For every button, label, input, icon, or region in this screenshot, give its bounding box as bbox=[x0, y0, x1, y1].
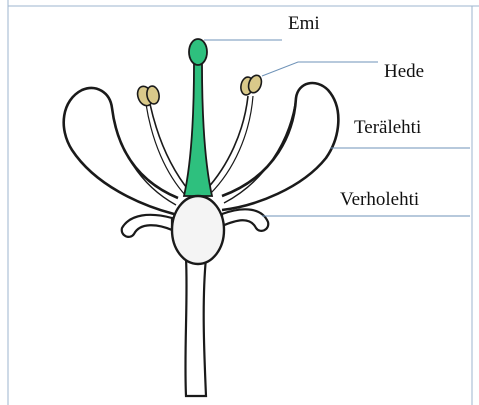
sepal-left bbox=[122, 215, 172, 237]
anther-left bbox=[135, 84, 160, 108]
ovary bbox=[172, 196, 224, 264]
sepal-right bbox=[222, 209, 268, 231]
label-sepal: Verholehti bbox=[340, 190, 419, 209]
label-stamen: Hede bbox=[384, 62, 424, 81]
anther-right bbox=[240, 73, 264, 95]
filament-right-2 bbox=[210, 96, 253, 194]
filament-left bbox=[150, 104, 190, 192]
label-petal: Terälehti bbox=[354, 118, 421, 137]
leader-line-stamen bbox=[262, 62, 378, 76]
pistil-stigma bbox=[189, 39, 207, 65]
filament-right bbox=[206, 96, 248, 190]
pistil-style bbox=[184, 64, 212, 196]
label-pistil: Emi bbox=[288, 14, 320, 33]
stem bbox=[185, 258, 206, 396]
